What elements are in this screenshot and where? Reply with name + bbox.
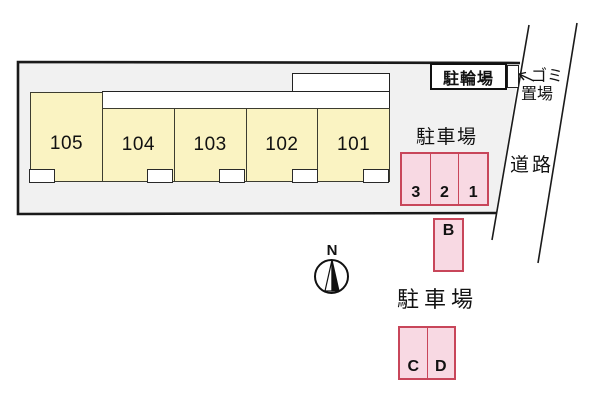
road-label: 道路 [510, 155, 555, 176]
bicycle-parking-label: 駐輪場 [442, 70, 494, 88]
parking-space-d: D [426, 328, 455, 378]
entrance-marker-102 [292, 169, 318, 183]
room-103: 103 [173, 109, 246, 181]
entrance-marker-103 [219, 169, 245, 183]
parking-space-c: C [400, 328, 427, 378]
garbage-area-label: ゴミ 置場 [521, 68, 563, 104]
property-boundary [16, 60, 521, 216]
room-104-number: 104 [121, 134, 155, 155]
compass-needle-east-half [331, 259, 340, 292]
building-stair-box [292, 73, 390, 92]
garbage-area-box [507, 65, 519, 88]
parking-space-b-cell: B [435, 220, 462, 270]
entrance-marker-104 [147, 169, 173, 183]
compass-label: N [326, 242, 338, 259]
parking-lot-upper-label: 駐車場 [416, 127, 478, 148]
room-103-number: 103 [193, 134, 227, 155]
parking-space-1-label: 1 [468, 184, 478, 201]
building-rooms-row: 104 103 102 101 [102, 108, 390, 182]
parking-space-b: B [433, 218, 464, 272]
entrance-marker-105 [29, 169, 55, 183]
compass-icon [314, 259, 349, 294]
parking-lot-lower-spaces: C D [398, 326, 456, 380]
parking-space-b-label: B [442, 222, 455, 239]
parking-space-d-label: D [434, 358, 447, 375]
garbage-leader-arrow-icon [518, 71, 535, 82]
parking-space-3: 3 [402, 154, 430, 204]
parking-lot-upper-spaces: 3 2 1 [400, 152, 489, 206]
room-105: 105 [30, 92, 103, 182]
road-edge-right [537, 22, 578, 264]
room-102-number: 102 [265, 134, 299, 155]
parking-space-2: 2 [429, 154, 459, 204]
room-101-number: 101 [337, 134, 371, 155]
parking-space-2-label: 2 [440, 184, 449, 201]
garbage-area-label-line2: 置場 [521, 86, 554, 103]
garbage-area-label-line1: ゴミ [531, 68, 564, 85]
bicycle-parking-box: 駐輪場 [430, 63, 507, 90]
parking-space-1: 1 [458, 154, 487, 204]
parking-lot-lower-label: 駐車場 [397, 287, 479, 312]
entrance-marker-101 [363, 169, 389, 183]
road-edge-left [491, 24, 530, 241]
room-105-number: 105 [49, 133, 84, 154]
building-corridor-strip [102, 91, 390, 109]
parking-space-c-label: C [407, 358, 420, 375]
parking-space-3-label: 3 [411, 184, 421, 201]
